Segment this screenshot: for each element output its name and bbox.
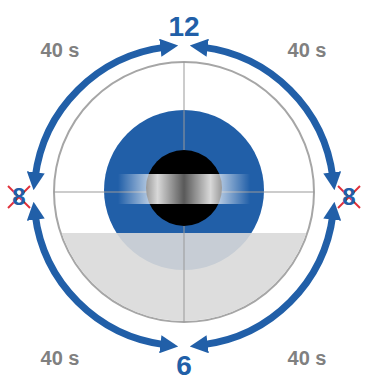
rotation-arrow	[35, 214, 166, 345]
cross-mark	[8, 186, 360, 208]
duration-label: 40 s	[41, 40, 80, 60]
duration-label: 40 s	[288, 40, 327, 60]
clock-hour: 6	[176, 352, 192, 380]
crossed-hour: 8	[342, 185, 355, 209]
rotation-arrow	[202, 47, 333, 178]
clock-hour: 12	[168, 13, 199, 41]
light-band	[118, 174, 250, 204]
rotation-arrow	[202, 214, 333, 345]
duration-label: 40 s	[288, 348, 327, 368]
crossed-hour: 8	[12, 185, 25, 209]
duration-label: 40 s	[41, 348, 80, 368]
rotation-arrow	[35, 47, 166, 178]
